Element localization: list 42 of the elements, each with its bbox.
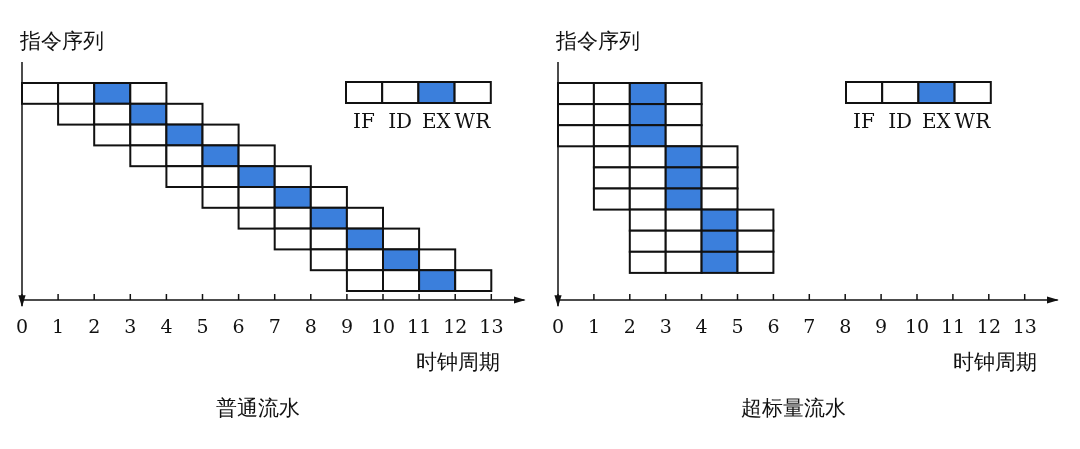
tick-label: 6 (767, 317, 780, 336)
tick-label: 0 (16, 317, 29, 336)
tick-label: 12 (976, 317, 1001, 336)
legend-label: ID (388, 111, 413, 131)
tick-label: 4 (160, 317, 173, 336)
tick-label: 7 (803, 317, 816, 336)
tick-label: 5 (731, 317, 744, 336)
tick-label: 11 (407, 317, 432, 336)
tick-label: 2 (88, 317, 101, 336)
tick-label: 9 (340, 317, 353, 336)
tick-label: 10 (905, 317, 930, 336)
tick-label: 9 (875, 317, 888, 336)
tick-label: 0 (552, 317, 565, 336)
tick-label: 1 (587, 317, 600, 336)
tick-label: 13 (479, 317, 504, 336)
tick-label: 3 (659, 317, 672, 336)
chart-caption: 普通流水 (216, 398, 300, 419)
legend-label: ID (888, 111, 913, 131)
tick-label: 7 (268, 317, 281, 336)
axis-title: 时钟周期 (416, 352, 500, 373)
tick-label: 8 (304, 317, 317, 336)
axis-title: 指令序列 (20, 31, 104, 52)
tick-label: 8 (839, 317, 852, 336)
tick-label: 3 (124, 317, 137, 336)
tick-label: 1 (52, 317, 65, 336)
legend-label: IF (853, 111, 875, 131)
chart-caption: 超标量流水 (740, 398, 846, 419)
legend-label: IF (353, 111, 375, 131)
tick-label: 10 (371, 317, 396, 336)
legend-label: EX (921, 111, 951, 131)
axis-title: 指令序列 (556, 31, 640, 52)
legend-label: WR (454, 111, 491, 131)
tick-label: 12 (443, 317, 468, 336)
tick-label: 13 (1012, 317, 1037, 336)
legend-label: WR (954, 111, 991, 131)
tick-label: 5 (196, 317, 209, 336)
axis-title: 时钟周期 (953, 352, 1037, 373)
tick-label: 11 (940, 317, 966, 336)
legend-label: EX (421, 111, 451, 131)
tick-label: 2 (623, 317, 636, 336)
tick-label: 6 (232, 317, 245, 336)
tick-label: 4 (695, 317, 708, 336)
